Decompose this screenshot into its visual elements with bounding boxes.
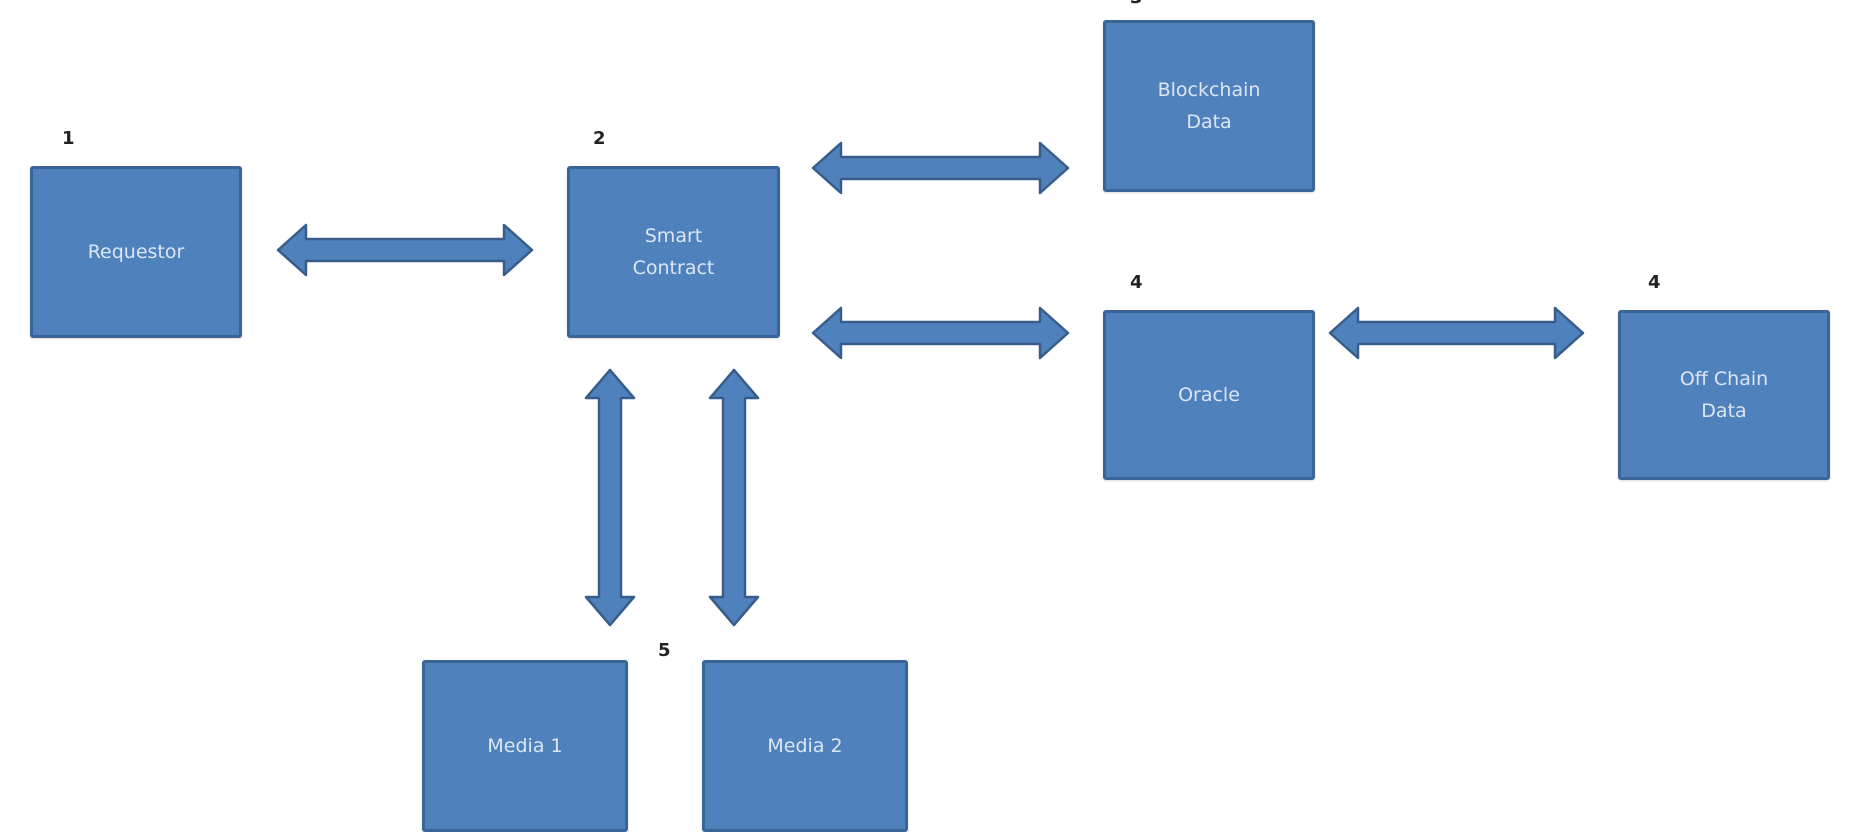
smart-contract-label: Smart Contract [632,225,715,279]
blockchain-data-box[interactable]: Blockchain Data [1103,20,1315,192]
step-number-requestor: 1 [62,128,75,149]
oracle-box[interactable]: Oracle [1103,310,1315,480]
step-number-blockchain-data: 3 [1130,0,1143,8]
oracle-label: Oracle [1178,384,1240,406]
smart-contract-box[interactable]: Smart Contract [567,166,780,338]
media-2-label: Media 2 [767,735,843,757]
step-number-smart-contract: 2 [593,128,606,149]
off-chain-data-label: Off Chain Data [1679,368,1769,422]
arrow-smart-contract-oracle [811,306,1070,360]
arrow-smart-contract-blockchain-data [811,141,1070,195]
media-1-label: Media 1 [487,735,563,757]
media-2-box[interactable]: Media 2 [702,660,908,832]
step-number-off-chain-data: 4 [1648,272,1661,293]
arrow-smart-contract-media-2 [708,368,760,627]
blockchain-data-label: Blockchain Data [1157,79,1261,133]
arrow-oracle-off-chain-data [1328,306,1585,360]
requestor-box[interactable]: Requestor [30,166,242,338]
off-chain-data-box[interactable]: Off Chain Data [1618,310,1830,480]
step-number-media: 5 [658,640,671,661]
step-number-oracle: 4 [1130,272,1143,293]
requestor-label: Requestor [87,241,185,263]
arrow-requestor-smart-contract [276,223,534,277]
media-1-box[interactable]: Media 1 [422,660,628,832]
arrow-smart-contract-media-1 [584,368,636,627]
arrows-layer [276,141,1585,627]
